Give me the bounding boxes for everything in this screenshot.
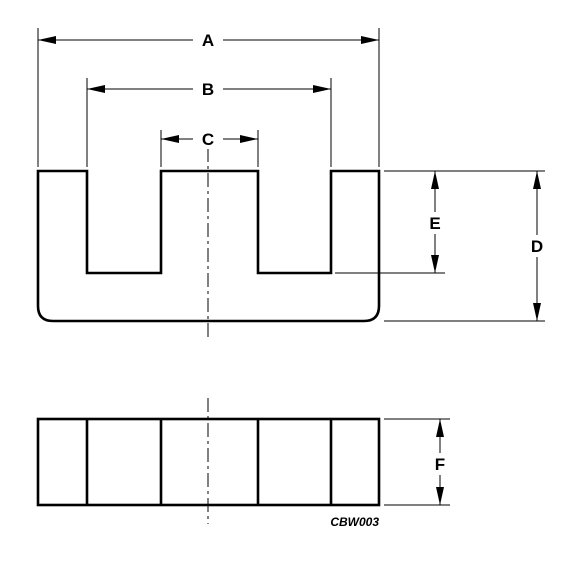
dimension-f-label: F	[435, 455, 445, 474]
dimension-c-label: C	[202, 130, 214, 149]
dimension-d-label: D	[531, 237, 543, 256]
dimension-a-label: A	[202, 31, 214, 50]
dimension-b: B	[87, 79, 331, 99]
dimension-e: E	[425, 171, 445, 273]
dimension-a: A	[38, 30, 379, 50]
dimension-e-label: E	[429, 214, 440, 233]
dimension-f: F	[430, 419, 450, 505]
dimension-d: D	[527, 171, 547, 321]
drawing-code: CBW003	[330, 515, 379, 529]
dimension-b-label: B	[202, 80, 214, 99]
e-core-outline	[36, 169, 381, 323]
dimension-c: C	[161, 129, 258, 149]
